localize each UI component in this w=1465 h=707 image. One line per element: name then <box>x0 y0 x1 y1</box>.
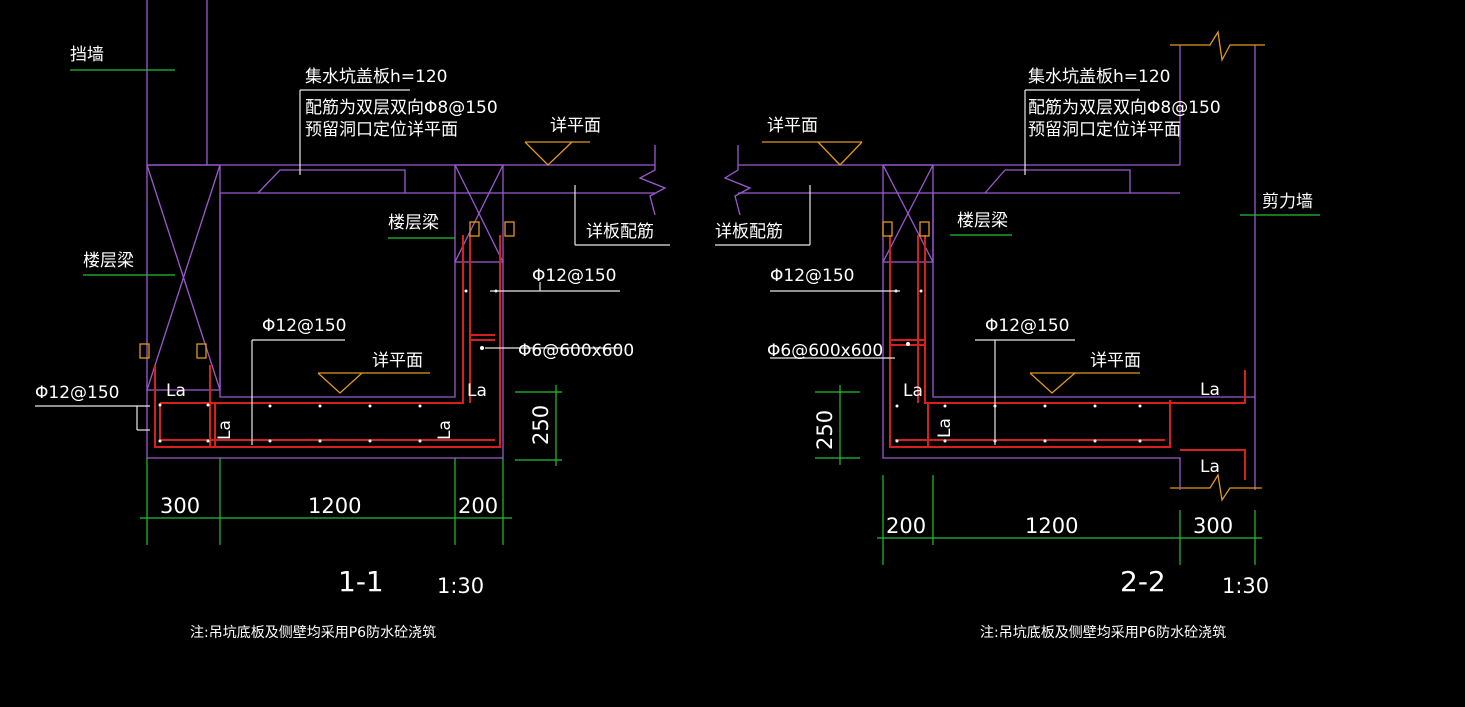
section-label-left: 1-1 <box>338 565 384 598</box>
la-left-4: La <box>435 420 455 440</box>
cover-slab-shape <box>147 164 655 194</box>
rebar-dots-left <box>158 289 498 443</box>
hook-marks-left <box>139 221 515 359</box>
dim-2-right: 1200 <box>1025 514 1078 538</box>
rebar-mid-right: Φ12@150 <box>985 316 1069 336</box>
plan-ref-top-right: 详平面 <box>767 116 818 136</box>
scale-left: 1:30 <box>437 574 484 598</box>
cover-hole-left: 预留洞口定位详平面 <box>305 120 458 140</box>
rebar-left-left: Φ12@150 <box>35 383 119 403</box>
rebar-side-right: Φ12@150 <box>770 266 854 286</box>
cover-title-left: 集水坑盖板h=120 <box>305 67 447 87</box>
break-symbol-right <box>723 145 752 216</box>
la-right-1: La <box>903 381 923 401</box>
plan-ref-bottom-left: 详平面 <box>372 351 423 371</box>
cover-rebar-left: 配筋为双层双向Φ8@150 <box>305 98 498 118</box>
floor-beam-label-right-2: 楼层梁 <box>957 211 1008 231</box>
plan-symbol-right-top <box>762 141 863 166</box>
floor-beam-left-shape <box>146 164 221 391</box>
plan-symbol-left-top <box>524 141 590 166</box>
la-right-3: La <box>1200 457 1220 477</box>
dim-thick-left: 250 <box>529 405 553 445</box>
shear-wall-shape <box>1170 30 1265 502</box>
dim-thick-right: 250 <box>813 410 837 450</box>
plan-ref-bottom-right: 详平面 <box>1090 351 1141 371</box>
pit-outline <box>146 193 504 459</box>
note-left: 注:吊坑底板及侧壁均采用P6防水砼浇筑 <box>190 625 436 641</box>
dim-1-right: 200 <box>886 514 926 538</box>
retaining-wall-shape <box>146 0 208 165</box>
dim-1-left: 300 <box>160 494 200 518</box>
plan-ref-top-left: 详平面 <box>550 116 601 136</box>
cover-title-right: 集水坑盖板h=120 <box>1028 67 1170 87</box>
la-left-2: La <box>467 381 487 401</box>
leaders-right <box>715 89 1320 445</box>
hook-marks-right <box>882 221 930 237</box>
floor-beam-label-right: 楼层梁 <box>388 213 439 233</box>
plan-symbol-left-bottom <box>317 372 430 394</box>
dimension-lines-right <box>815 385 1262 565</box>
dimension-lines-left <box>140 385 562 545</box>
dim-2-left: 1200 <box>308 494 361 518</box>
scale-right: 1:30 <box>1222 574 1269 598</box>
cover-hole-right: 预留洞口定位详平面 <box>1028 120 1181 140</box>
la-right-2: La <box>1200 380 1220 400</box>
note-right: 注:吊坑底板及侧壁均采用P6防水砼浇筑 <box>980 625 1226 641</box>
dim-3-left: 200 <box>458 494 498 518</box>
leaders-left <box>35 69 670 445</box>
pit-outline-right <box>882 193 1255 490</box>
plan-symbol-right-bottom <box>1029 372 1140 394</box>
rebar-left-section <box>154 235 501 448</box>
la-left-1: La <box>166 381 186 401</box>
section-1-1 <box>35 0 670 545</box>
dim-3-right: 300 <box>1193 514 1233 538</box>
shear-wall-label: 剪力墙 <box>1262 192 1313 212</box>
slab-ref-left: 详板配筋 <box>586 222 654 242</box>
la-left-3: La <box>215 420 235 440</box>
rebar-mid-left: Φ12@150 <box>262 316 346 336</box>
slab-ref-right: 详板配筋 <box>715 222 783 242</box>
rebar-tie-right: Φ6@600x600 <box>767 341 883 361</box>
la-right-4: La <box>935 418 955 438</box>
section-label-right: 2-2 <box>1120 565 1166 598</box>
floor-beam-label-left: 楼层梁 <box>83 251 134 271</box>
cover-rebar-right: 配筋为双层双向Φ8@150 <box>1028 98 1221 118</box>
retaining-wall-label: 挡墙 <box>70 45 104 65</box>
cover-slab-shape-right <box>738 164 1180 194</box>
rebar-tie-left: Φ6@600x600 <box>518 341 634 361</box>
break-symbol <box>638 145 667 216</box>
section-2-2 <box>715 30 1320 565</box>
rebar-side-left: Φ12@150 <box>532 266 616 286</box>
rebar-right-section <box>889 235 1246 480</box>
